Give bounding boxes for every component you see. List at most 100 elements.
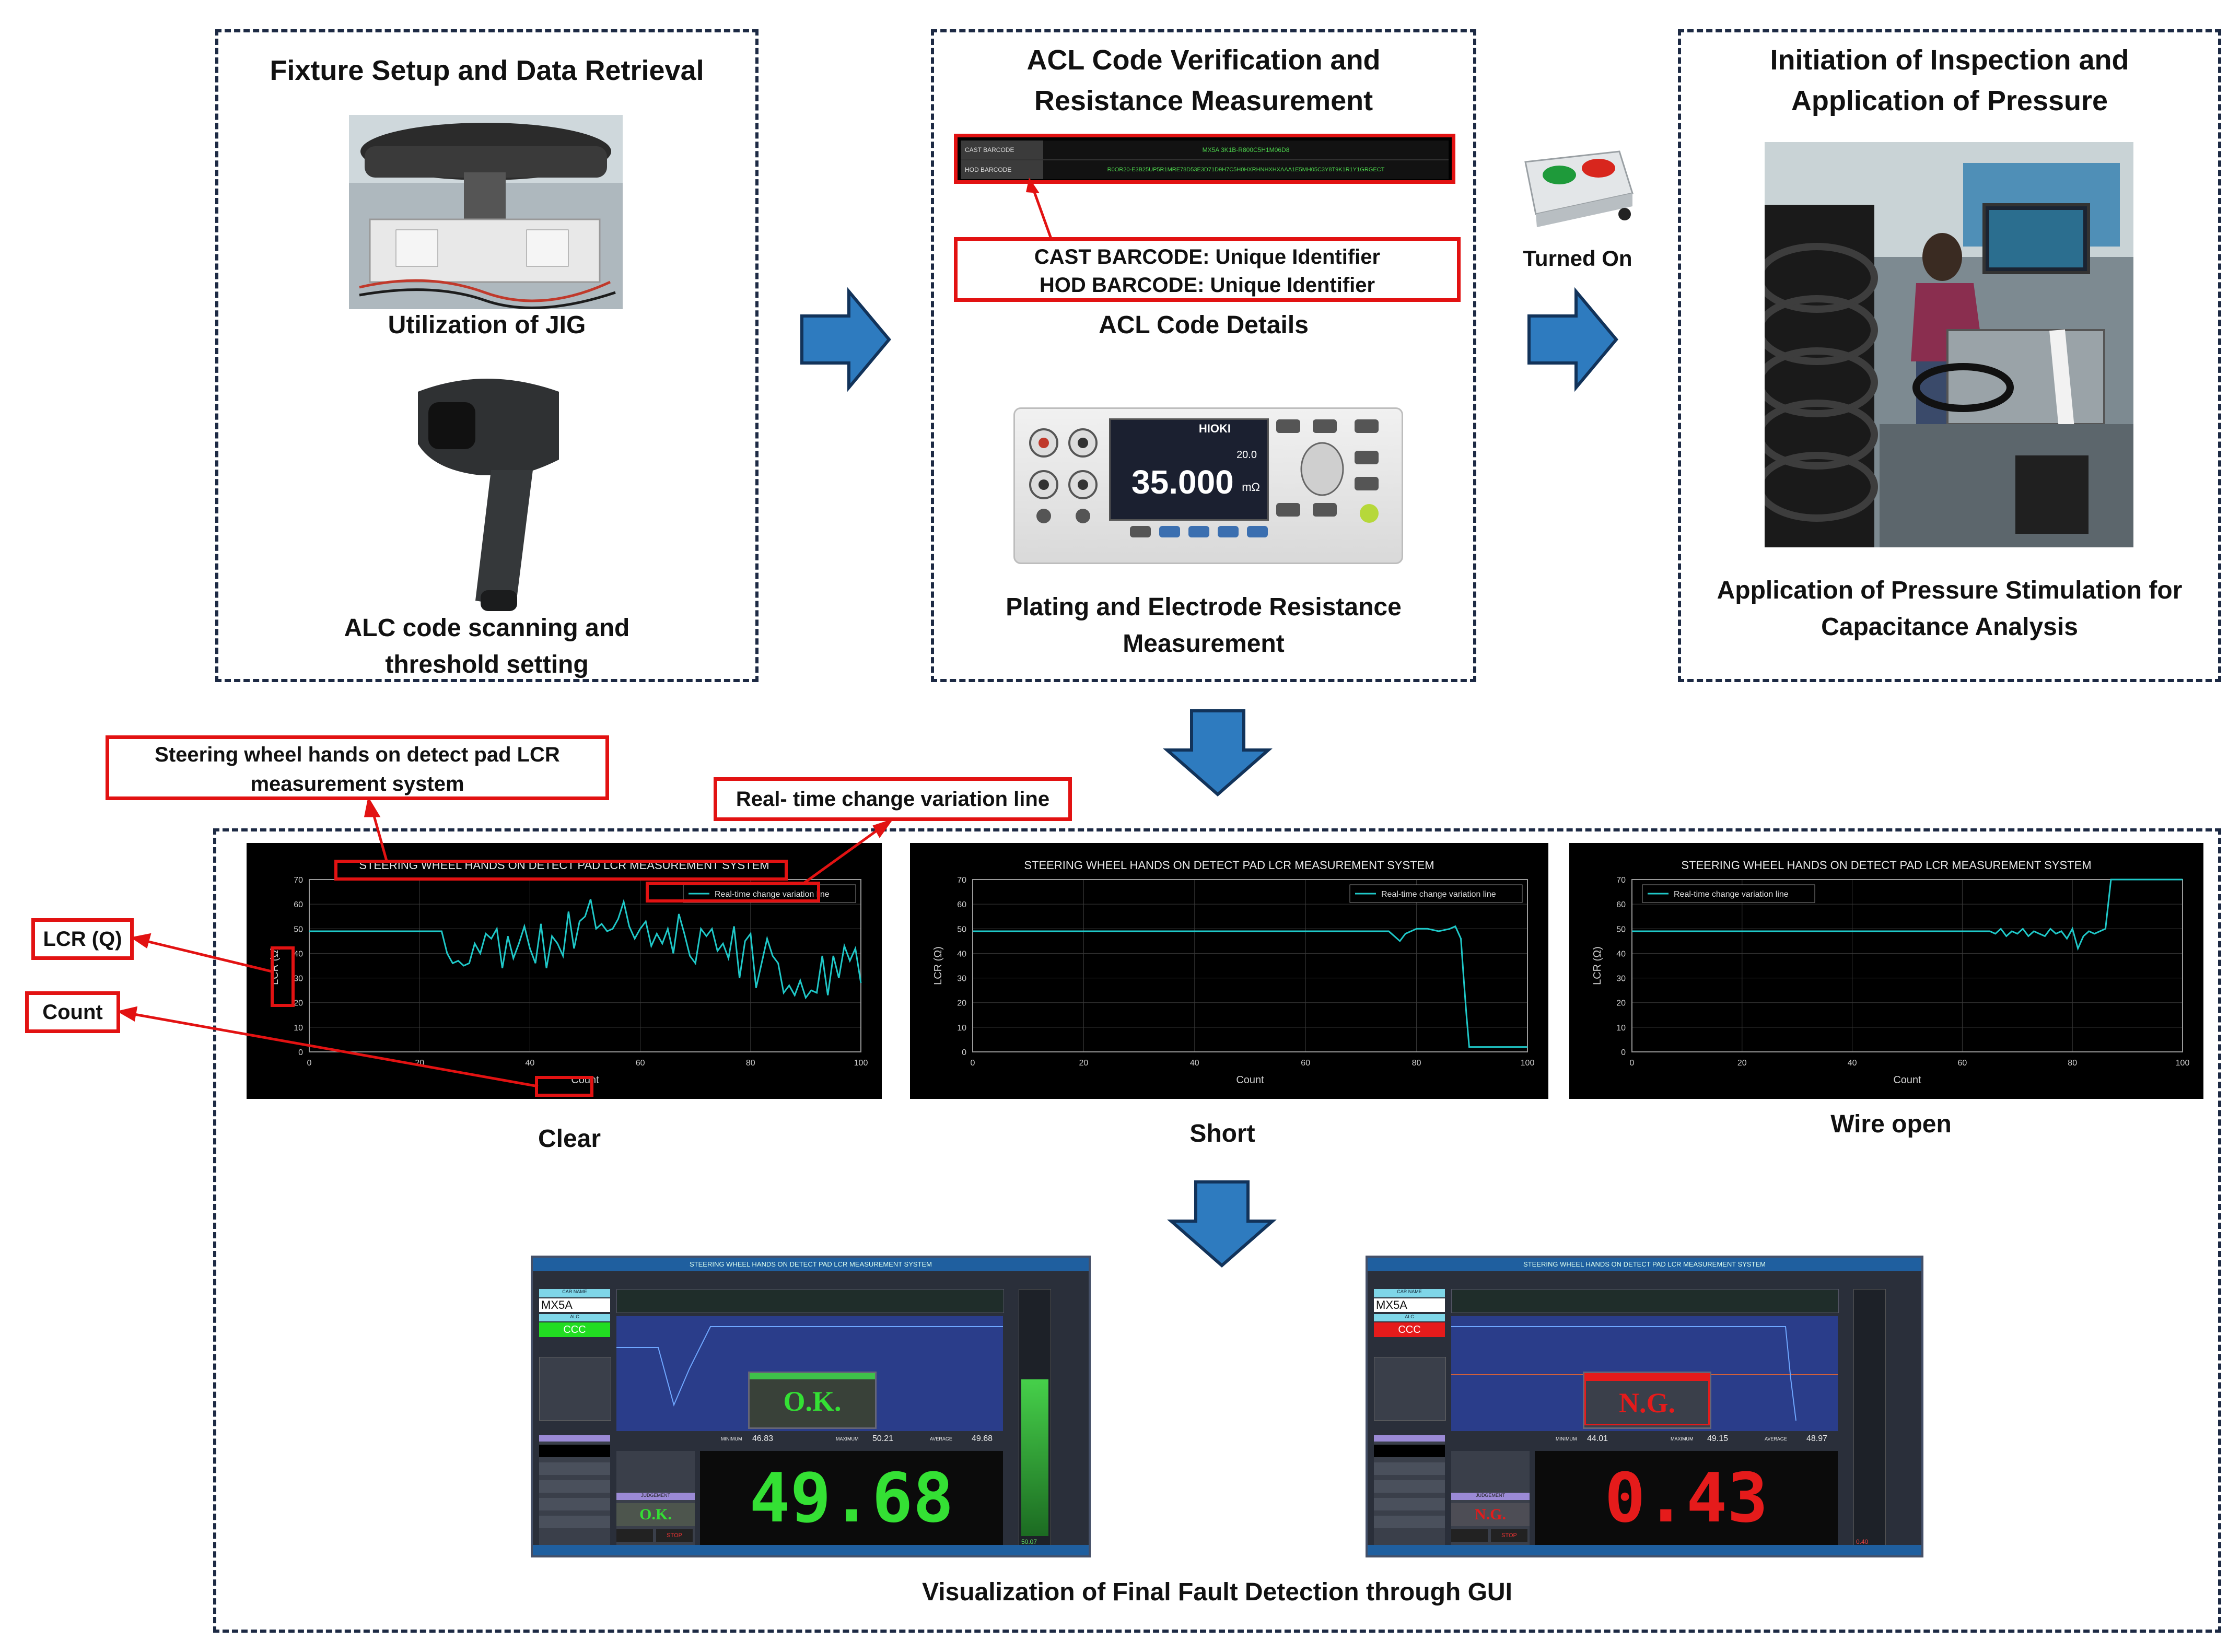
title-highlight-box (334, 860, 788, 881)
barcode-row-label: CAST BARCODE (961, 140, 1043, 159)
y-tick-label: 20 (957, 999, 966, 1008)
menu-item[interactable] (539, 1480, 610, 1493)
x-tick-label: 60 (636, 1059, 645, 1068)
gui-status-bar (1368, 1545, 1921, 1555)
menu-item[interactable] (539, 1498, 610, 1510)
judgement-value: N.G. (1451, 1503, 1530, 1526)
x-tick-label: 100 (2176, 1059, 2190, 1068)
gui-title: STEERING WHEEL HANDS ON DETECT PAD LCR M… (1523, 1260, 1766, 1268)
barcode-display: CAST BARCODE MX5A 3K1B-R800C5H1M06D8 HOD… (954, 134, 1455, 184)
x-tick-label: 100 (1521, 1059, 1535, 1068)
x-axis-label: Count (1893, 1074, 1921, 1086)
series-line (1632, 878, 2183, 951)
car-name-label: CAR NAME (1374, 1289, 1445, 1297)
y-tick-label: 0 (962, 1048, 966, 1057)
y-tick-label: 30 (957, 975, 966, 983)
start-button[interactable] (1451, 1529, 1488, 1542)
results-panel (213, 828, 2221, 1633)
avg-label: AVERAGE (930, 1436, 952, 1442)
verdict-popup: O.K. (748, 1372, 877, 1429)
car-name-field[interactable]: MX5A (539, 1298, 610, 1312)
right-arrow-icon (1527, 287, 1618, 392)
caption-clear: Clear (538, 1125, 601, 1153)
barcode-scanner-image (402, 371, 575, 616)
stage2-title-line1: ACL Code Verification and (1026, 44, 1381, 76)
stage1-panel (215, 29, 759, 682)
start-button[interactable] (616, 1529, 653, 1542)
resistance-meter: HIOKI 20.0 35.000 mΩ (1013, 407, 1403, 564)
down-arrow-icon (1167, 1180, 1277, 1268)
variation-annotation-text: Real- time change variation line (736, 788, 1050, 811)
barcode-strip (616, 1289, 1004, 1313)
barcode-row-label: HOD BARCODE (961, 160, 1043, 179)
y-tick-label: 40 (1616, 950, 1626, 958)
scanner-caption-line1: ALC code scanning and (344, 614, 630, 642)
max-label: MAXIMUM (1671, 1436, 1694, 1442)
verdict-popup: N.G. (1583, 1372, 1711, 1429)
scanner-caption-line2: threshold setting (385, 651, 589, 678)
stage3-caption-line1: Application of Pressure Stimulation for (1717, 577, 2183, 604)
meter-small-reading: 20.0 (1236, 449, 1257, 461)
legend-box (1642, 884, 1815, 903)
menu-item[interactable] (1374, 1498, 1445, 1510)
stop-button[interactable]: STOP (656, 1529, 693, 1542)
final-caption: Visualization of Final Fault Detection t… (922, 1578, 1512, 1606)
variation-annotation: Real- time change variation line (714, 777, 1072, 821)
menu-item[interactable] (539, 1445, 610, 1457)
x-tick-label: 80 (746, 1059, 755, 1068)
verdict-text: N.G. (1584, 1379, 1710, 1425)
legend-label: Real-time change variation line (715, 890, 830, 899)
barcode-legend-line1: CAST BARCODE: Unique Identifier (1034, 245, 1381, 268)
y-tick-label: 10 (1616, 1024, 1626, 1033)
meter-screen: HIOKI 20.0 35.000 mΩ (1109, 418, 1269, 521)
inspection-scene (1756, 142, 2133, 548)
level-gauge-fill (1021, 1379, 1048, 1536)
max-value: 49.15 (1707, 1434, 1729, 1443)
gui-title-bar: STEERING WHEEL HANDS ON DETECT PAD LCR M… (533, 1258, 1089, 1271)
x-tick-label: 60 (1958, 1059, 1967, 1068)
stage3-panel (1678, 29, 2221, 682)
gui-screen-ng: STEERING WHEEL HANDS ON DETECT PAD LCR M… (1366, 1256, 1923, 1557)
max-label: MAXIMUM (836, 1436, 859, 1442)
y-tick-label: 70 (1616, 876, 1626, 885)
min-value: 44.01 (1587, 1434, 1608, 1443)
menu-item[interactable] (539, 1462, 610, 1475)
judgement-panel: JUDGEMENT N.G. STOP (1451, 1451, 1530, 1545)
avg-label: AVERAGE (1765, 1436, 1787, 1442)
min-label: MINIMUM (1556, 1436, 1577, 1442)
function-key-icons (1130, 526, 1268, 537)
scanner-icon (418, 379, 559, 611)
legend-box (1349, 884, 1523, 903)
jig-photo (349, 115, 623, 309)
chart-wire-open: STEERING WHEEL HANDS ON DETECT PAD LCR M… (1569, 843, 2203, 1099)
verdict-popup-bar (750, 1373, 875, 1379)
verdict-text: O.K. (783, 1386, 842, 1417)
stats-row: MINIMUM 44.01 MAXIMUM 49.15 AVERAGE 48.9… (1451, 1433, 1838, 1447)
xlabel-highlight-box (535, 1076, 593, 1097)
x-tick-label: 100 (854, 1059, 868, 1068)
chart-title: STEERING WHEEL HANDS ON DETECT PAD LCR M… (1024, 859, 1434, 872)
y-tick-label: 20 (294, 999, 303, 1008)
stage3-title-line1: Initiation of Inspection and (1770, 44, 2129, 76)
stop-button[interactable]: STOP (1491, 1529, 1527, 1542)
chart-wire-open-plot: STEERING WHEEL HANDS ON DETECT PAD LCR M… (1592, 859, 2190, 1086)
car-name-field[interactable]: MX5A (1374, 1298, 1445, 1312)
menu-item[interactable] (1374, 1462, 1445, 1475)
y-tick-label: 40 (957, 950, 966, 958)
y-tick-label: 50 (294, 925, 303, 934)
menu-item[interactable] (1374, 1480, 1445, 1493)
x-tick-label: 0 (1630, 1059, 1635, 1068)
chart-short: STEERING WHEEL HANDS ON DETECT PAD LCR M… (910, 843, 1548, 1099)
menu-list (539, 1435, 610, 1545)
gui-title-bar: STEERING WHEEL HANDS ON DETECT PAD LCR M… (1368, 1258, 1921, 1271)
lcr-annotation-text: LCR (Q) (43, 928, 122, 951)
menu-item[interactable] (539, 1516, 610, 1528)
y-tick-label: 60 (294, 900, 303, 909)
gui-screen-ok: STEERING WHEEL HANDS ON DETECT PAD LCR M… (531, 1256, 1091, 1557)
level-gauge: 50.07 (1019, 1289, 1051, 1546)
barcode-strip (1451, 1289, 1839, 1313)
menu-item[interactable] (1374, 1516, 1445, 1528)
big-readout: 0.43 (1535, 1451, 1838, 1545)
legend-label: Real-time change variation line (1381, 890, 1496, 899)
menu-item[interactable] (1374, 1445, 1445, 1457)
